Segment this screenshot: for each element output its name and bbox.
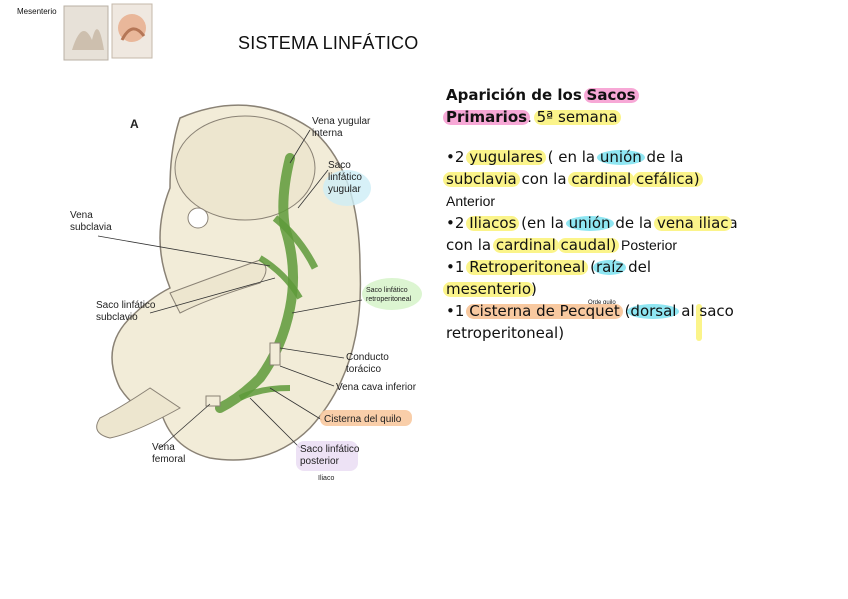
heading: Aparición de los Sacos Primarios. 5ª sem… bbox=[446, 84, 746, 128]
embryo-head bbox=[174, 115, 316, 221]
thumbnail-torso-shape bbox=[72, 29, 104, 50]
highlight-saco-posterior bbox=[296, 441, 358, 471]
bullet-part: unión bbox=[568, 214, 611, 232]
highlight-saco-yugular bbox=[323, 170, 371, 206]
corner-label: Mesenterio bbox=[17, 7, 57, 16]
bullet-cisterna: Orde quilo •1 Cisterna de Pecquet (dorsa… bbox=[446, 300, 746, 344]
bullet-part: Cisterna de Pecquet bbox=[469, 302, 620, 320]
label-vena-yugular-2: interna bbox=[312, 128, 343, 139]
label-conducto-2: torácico bbox=[346, 364, 381, 375]
bullet-part: unión bbox=[599, 148, 642, 166]
heading-semana: 5ª semana bbox=[536, 108, 618, 126]
bullet-part: a con la bbox=[446, 214, 738, 254]
embryo-arm bbox=[169, 259, 267, 314]
label-vena-yugular-1: Vena yugular bbox=[312, 116, 371, 127]
bullet-part: Anterior bbox=[446, 193, 496, 209]
leader-lines bbox=[97, 129, 363, 449]
bullet-part: con la bbox=[521, 170, 567, 188]
label-vena-subclavia-2: subclavia bbox=[70, 222, 112, 233]
vena-femoral-stub bbox=[205, 395, 221, 407]
label-vena-femoral-2: femoral bbox=[152, 454, 185, 465]
lymph-vessel-main bbox=[215, 153, 299, 413]
bullet-part: vena iliac bbox=[657, 214, 729, 232]
label-saco-yugular-1: Saco bbox=[328, 160, 351, 171]
page-title: SISTEMA LINFÁTICO bbox=[238, 33, 419, 53]
bullet-part: subclavia bbox=[446, 170, 517, 188]
bullet-part: raíz bbox=[595, 258, 624, 276]
lymph-vessel-posterior bbox=[238, 385, 291, 401]
thumbnail-images bbox=[63, 3, 153, 61]
bullet-part: yugulares bbox=[469, 148, 543, 166]
lymph-vessel-subclavian bbox=[258, 255, 303, 300]
bullet-part: cardinal bbox=[571, 170, 632, 188]
label-saco-retro-1: Saco linfático bbox=[366, 287, 408, 294]
bullet-part: ) bbox=[558, 324, 565, 342]
label-saco-retro-2: retroperitoneal bbox=[366, 296, 412, 303]
lymph-vessel-yugular bbox=[272, 215, 319, 270]
bullet-part: de la bbox=[646, 148, 684, 166]
label-saco-yugular-2: linfático bbox=[328, 172, 362, 183]
bullet-part: mesenterio bbox=[446, 280, 532, 298]
heading-primarios: Primarios bbox=[446, 108, 528, 126]
highlight-saco-retro bbox=[362, 278, 422, 310]
panel-letter: A bbox=[130, 117, 139, 131]
bullet-part: del bbox=[628, 258, 652, 276]
bullet-part: •1 bbox=[446, 302, 465, 320]
bullet-part: cardinal bbox=[495, 236, 556, 254]
embryo-eye bbox=[187, 207, 209, 229]
bullet-part: Iliacos bbox=[469, 214, 517, 232]
label-saco-posterior-1: Saco linfático bbox=[300, 444, 360, 455]
label-saco-yugular-3: yugular bbox=[328, 184, 361, 195]
bullet-part: (en la bbox=[521, 214, 564, 232]
thumbnail-mesentery bbox=[120, 27, 146, 41]
highlight-cisterna bbox=[320, 410, 412, 426]
bullet-part: •2 bbox=[446, 214, 465, 232]
bullet-yugulares: •2 yugulares ( en la unión de la subclav… bbox=[446, 146, 746, 212]
bullet-part: Posterior bbox=[621, 237, 678, 253]
bullet-iliacos: •2 Iliacos (en la unión de la vena iliac… bbox=[446, 212, 746, 256]
heading-sacos: Sacos bbox=[586, 86, 636, 104]
label-vena-subclavia-1: Vena bbox=[70, 210, 93, 221]
label-iliaco: Iliaco bbox=[318, 475, 334, 482]
bullet-part: cefálica) bbox=[636, 170, 700, 188]
bullet-part: dorsal bbox=[630, 302, 677, 320]
embryo-leg bbox=[96, 387, 181, 439]
label-saco-posterior-2: posterior bbox=[300, 456, 340, 467]
bullet-part: •2 bbox=[446, 148, 465, 166]
label-saco-subclavio-1: Saco linfático bbox=[96, 300, 156, 311]
bullet-part: •1 bbox=[446, 258, 465, 276]
text-panel: Aparición de los Sacos Primarios. 5ª sem… bbox=[446, 84, 746, 344]
bullet-part: ( en la bbox=[547, 148, 596, 166]
bullet-part: Retroperitoneal bbox=[469, 258, 586, 276]
label-conducto-1: Conducto bbox=[346, 352, 389, 363]
bullet-part: al bbox=[681, 302, 695, 320]
embryo-lymphatic-diagram: A Vena yugular interna Saco linfático yu… bbox=[60, 88, 440, 488]
label-saco-subclavio-2: subclavio bbox=[96, 312, 138, 323]
bullet-part: de la bbox=[615, 214, 653, 232]
vena-cava-stub bbox=[269, 342, 281, 366]
label-cisterna: Cisterna del quilo bbox=[324, 414, 402, 425]
label-vena-femoral-1: Vena bbox=[152, 442, 175, 453]
bullet-part: saco retroperitoneal bbox=[446, 302, 734, 342]
label-vena-cava: Vena cava inferior bbox=[336, 382, 417, 393]
heading-part: Aparición de los bbox=[446, 86, 582, 104]
bullet-retroperitoneal: •1 Retroperitoneal (raíz del mesenterio) bbox=[446, 256, 746, 300]
bullet-part: caudal) bbox=[560, 236, 617, 254]
